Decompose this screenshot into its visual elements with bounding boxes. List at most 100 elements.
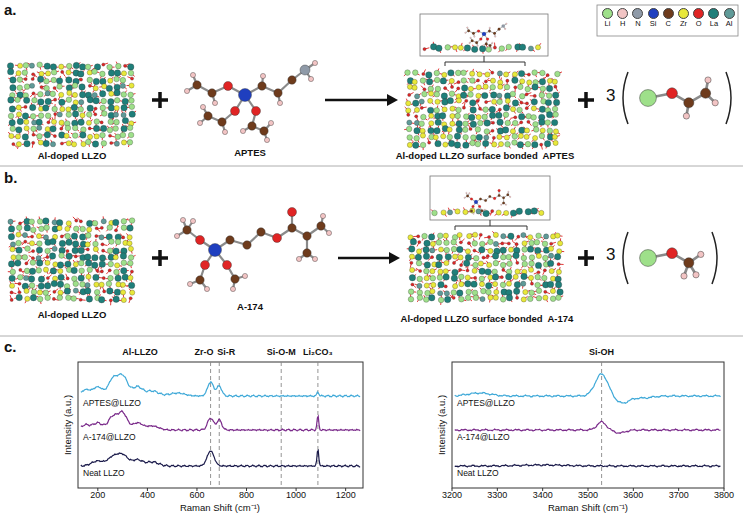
atom [184, 88, 189, 93]
lattice-atom [43, 290, 49, 296]
lattice-atom [441, 134, 446, 139]
lattice-atom [10, 298, 13, 301]
atom [486, 38, 489, 41]
lattice-atom [72, 83, 78, 89]
lattice-atom [79, 64, 85, 70]
lattice-atom [424, 262, 430, 268]
lattice-atom [99, 91, 105, 97]
lattice-atom [512, 134, 518, 140]
lattice-atom [429, 113, 434, 118]
atom [504, 28, 506, 30]
lattice-atom [407, 142, 412, 147]
lattice-atom [121, 297, 126, 302]
lattice-atom [410, 267, 415, 272]
lattice-atom [120, 77, 126, 83]
lattice-atom [516, 261, 519, 264]
lattice-atom [407, 135, 413, 141]
lattice-atom [529, 290, 535, 296]
lattice-atom [527, 120, 530, 123]
atom [204, 112, 212, 120]
lattice-atom [22, 232, 27, 237]
lattice-atom [420, 128, 425, 133]
lattice-atom [107, 248, 113, 254]
lattice-atom [46, 276, 49, 279]
crystal-slab [8, 216, 136, 305]
lattice-atom [121, 71, 126, 76]
lattice-atom [59, 92, 64, 97]
lattice-atom [24, 268, 30, 274]
lattice-atom [30, 227, 36, 233]
lattice-atom [66, 112, 72, 118]
atom [209, 244, 222, 257]
lattice-atom [546, 111, 552, 117]
atom [223, 261, 232, 270]
lattice-atom [461, 85, 467, 91]
lattice-atom [24, 119, 29, 124]
lattice-atom [473, 255, 479, 261]
lattice-atom [78, 107, 84, 113]
lattice-atom [57, 112, 62, 117]
atom [467, 29, 470, 32]
lattice-atom [477, 120, 483, 126]
lattice-atom [92, 141, 98, 147]
lattice-atom [469, 127, 472, 130]
atom [239, 89, 252, 102]
lattice-atom [72, 111, 78, 117]
lattice-atom [130, 270, 133, 273]
lattice-atom [454, 133, 460, 139]
lattice-atom [78, 119, 84, 125]
lattice-atom [531, 106, 536, 111]
lattice-atom [44, 225, 50, 231]
lattice-atom [535, 282, 541, 288]
lattice-atom [558, 241, 563, 246]
atom [248, 122, 256, 130]
lattice-atom [464, 260, 470, 266]
lattice-atom [45, 71, 50, 76]
lattice-atom [433, 135, 438, 140]
lattice-atom [101, 98, 107, 104]
atom [260, 73, 265, 78]
lattice-atom [418, 241, 421, 244]
lattice-atom [73, 226, 79, 232]
lattice-atom [438, 247, 443, 252]
lattice-atom [59, 99, 65, 105]
lattice-atom [463, 134, 469, 140]
lattice-atom [409, 274, 415, 280]
lattice-atom [114, 269, 120, 275]
lattice-atom [67, 90, 72, 95]
lattice-atom [464, 45, 470, 51]
lattice-atom [51, 280, 57, 286]
lattice-atom [8, 219, 13, 224]
atom [470, 37, 472, 39]
lattice-atom [503, 105, 509, 111]
lattice-atom [407, 120, 412, 125]
lattice-atom [493, 281, 498, 286]
lattice-atom [515, 269, 520, 274]
lattice-atom [114, 97, 120, 103]
lattice-atom [500, 276, 503, 279]
lattice-atom [462, 106, 465, 109]
lattice-atom [472, 241, 478, 247]
lattice-atom [29, 268, 35, 274]
lattice-atom [16, 127, 22, 133]
lattice-atom [23, 97, 29, 103]
atom [477, 30, 480, 33]
atom [469, 42, 471, 44]
atom [303, 232, 311, 240]
lattice-atom [557, 249, 562, 254]
lattice-atom [504, 84, 510, 90]
lattice-atom [414, 135, 420, 141]
lattice-atom [505, 141, 511, 147]
lattice-atom [66, 141, 71, 146]
lattice-atom [552, 79, 557, 84]
lattice-atom [429, 121, 434, 126]
lattice-atom [121, 225, 127, 231]
lattice-atom [16, 225, 22, 231]
lattice-atom [92, 254, 98, 260]
lattice-atom [51, 119, 56, 124]
lattice-atom [514, 282, 520, 288]
lattice-atom [463, 142, 469, 148]
lattice-atom [47, 121, 50, 124]
lattice-atom [109, 239, 115, 245]
lattice-atom [60, 127, 63, 130]
